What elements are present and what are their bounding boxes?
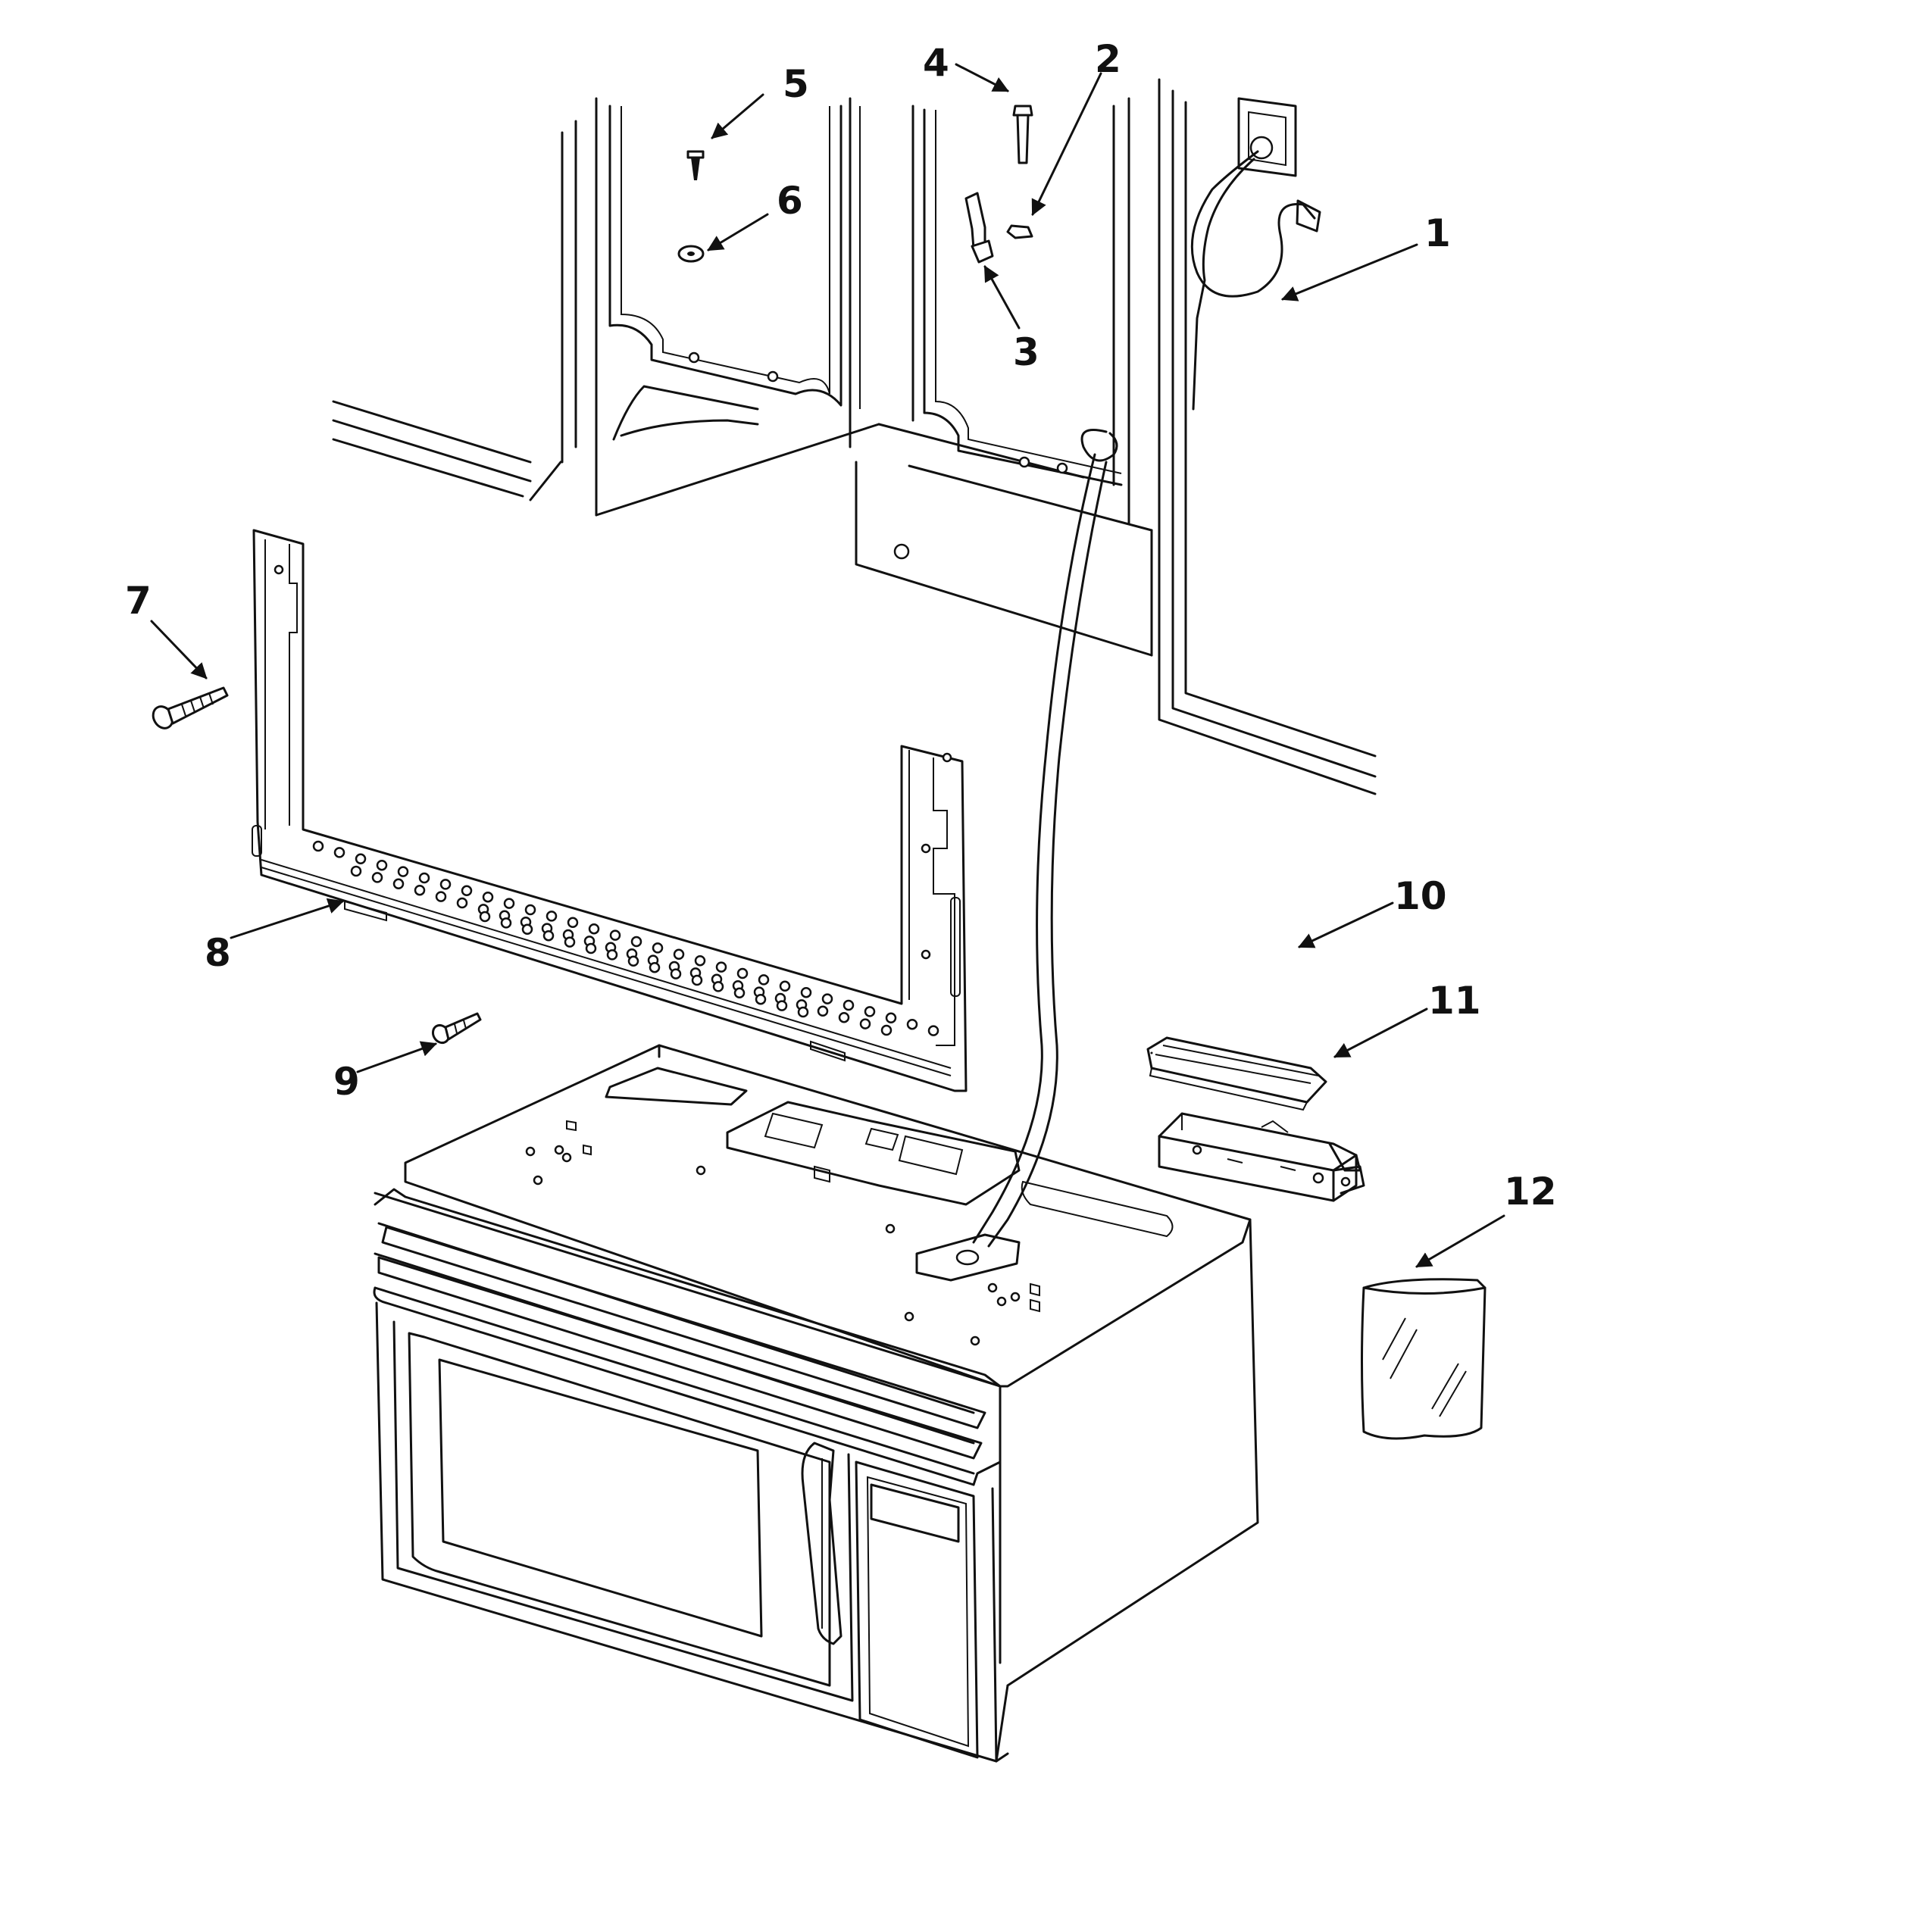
leader-line-6: [707, 213, 769, 251]
callout-2: 2: [1095, 37, 1121, 81]
leader-line-12: [1415, 1214, 1505, 1268]
leader-line-11: [1333, 1007, 1428, 1058]
duct-adapter-part-11: [1150, 1051, 1365, 1202]
wood-screw-part-7: [152, 686, 229, 729]
leader-line-7: [150, 620, 208, 679]
bolt-part-4: [1012, 105, 1033, 164]
callout-1: 1: [1424, 211, 1451, 255]
callout-12: 12: [1504, 1170, 1557, 1214]
callout-9: 9: [333, 1060, 360, 1104]
screw-part-5: [686, 150, 705, 180]
leader-line-1: [1281, 243, 1418, 301]
parts-bag-part-12: [1361, 1278, 1487, 1440]
toggle-bolt-part-3: [964, 192, 994, 264]
leader-line-4: [955, 63, 1009, 92]
callout-3: 3: [1013, 330, 1039, 374]
callout-numbers: 1 2 3 4 5 6 7 8 9 10 11 12: [125, 37, 1557, 1214]
leader-line-10: [1298, 901, 1394, 948]
wall-cabinets: [332, 78, 1377, 795]
callout-leaders: [150, 63, 1505, 1268]
screw-part-9: [431, 1012, 482, 1045]
mounting-plate-part-8: [252, 529, 968, 1092]
callout-10: 10: [1394, 874, 1447, 918]
leader-line-9: [356, 1041, 437, 1073]
callout-8: 8: [205, 931, 231, 975]
callout-5: 5: [783, 62, 809, 106]
plastic-nut-part-2: [1006, 224, 1033, 239]
power-cord: [972, 150, 1321, 1248]
callout-7: 7: [125, 579, 152, 623]
leader-line-3: [983, 265, 1021, 330]
damper-part-10: [1146, 1036, 1327, 1111]
callout-4: 4: [923, 41, 949, 85]
callout-6: 6: [777, 179, 803, 223]
leader-line-2: [1031, 72, 1102, 216]
washer-part-6: [677, 245, 705, 263]
callout-11: 11: [1428, 979, 1481, 1023]
leader-line-8: [230, 898, 344, 939]
leader-line-5: [711, 93, 764, 139]
microwave-oven: [373, 1044, 1259, 1763]
